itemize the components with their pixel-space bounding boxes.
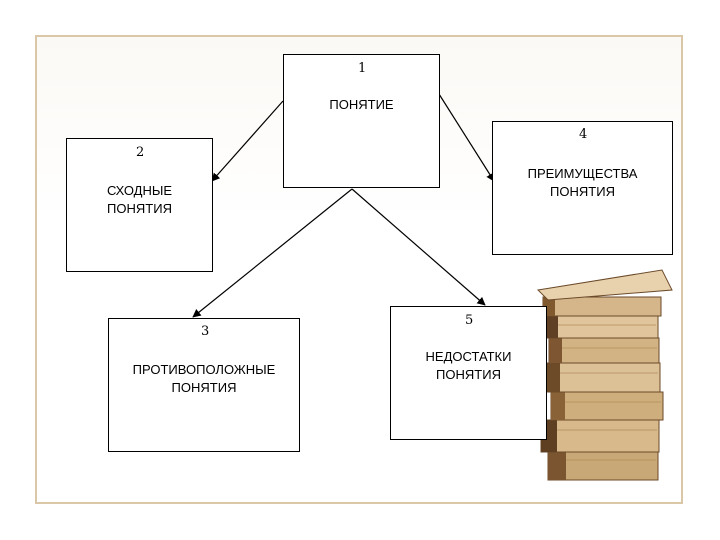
node-number: 5 (465, 313, 474, 328)
node-label: ПРОТИВОПОЛОЖНЫЕ ПОНЯТИЯ (132, 362, 276, 395)
node-disadvantages: 5 НЕДОСТАТКИ ПОНЯТИЯ (390, 306, 547, 440)
arrow-1-to-2 (211, 100, 284, 182)
node-label: СХОДНЫЕ ПОНЯТИЯ (106, 183, 173, 216)
node-label: ПРЕИМУЩЕСТВА ПОНЯТИЯ (527, 166, 638, 199)
arrow-1-to-5 (351, 188, 486, 306)
node-opposite-concepts: 3 ПРОТИВОПОЛОЖНЫЕ ПОНЯТИЯ (108, 318, 300, 452)
node-number: 2 (136, 145, 145, 160)
stack-of-books-image (536, 269, 673, 481)
node-number: 4 (579, 127, 588, 142)
node-concept: 1 ПОНЯТИЕ (283, 54, 440, 188)
arrow-1-to-4 (438, 93, 495, 182)
node-number: 1 (358, 61, 367, 76)
node-number: 3 (201, 324, 210, 339)
arrow-1-to-3 (192, 188, 353, 318)
node-label: ПОНЯТИЕ (329, 97, 394, 112)
node-similar-concepts: 2 СХОДНЫЕ ПОНЯТИЯ (66, 138, 213, 272)
node-label: НЕДОСТАТКИ ПОНЯТИЯ (425, 349, 512, 382)
node-advantages: 4 ПРЕИМУЩЕСТВА ПОНЯТИЯ (492, 121, 673, 255)
